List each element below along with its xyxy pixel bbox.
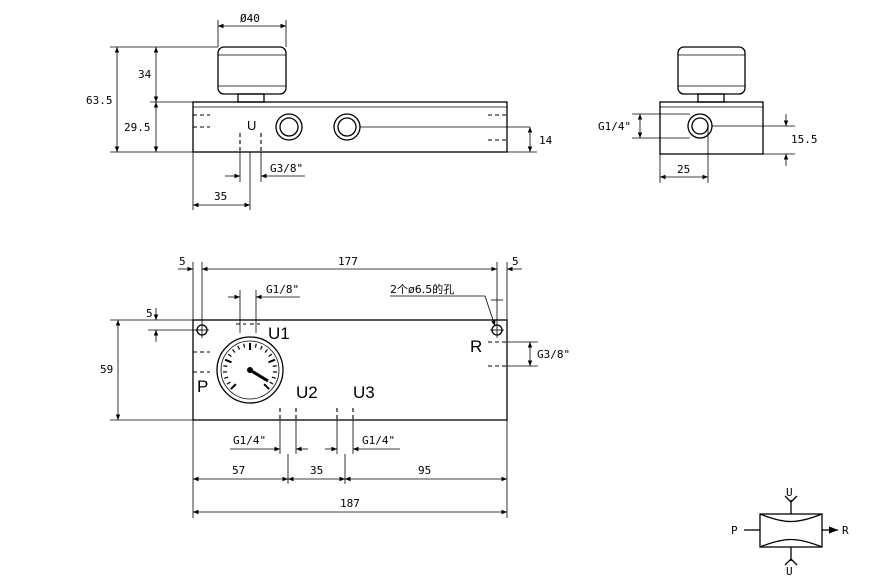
- port-u2-label: U2: [296, 383, 318, 402]
- front-view: U Ø40 63.5 34 29.5 14 G3/8" 35: [86, 12, 553, 210]
- pressure-gauge-icon: [216, 336, 284, 404]
- port-u1-label: U1: [268, 324, 290, 343]
- port-circle-outer: [275, 113, 303, 141]
- gauge-tick: [263, 383, 270, 390]
- gauge-housing: [217, 46, 287, 95]
- port-u-label: U: [247, 118, 256, 133]
- dim-top-height: 59: [100, 363, 113, 376]
- port-thread-g38: G3/8": [270, 162, 303, 175]
- symbol-u-bottom: U: [786, 565, 793, 577]
- dim-gauge-height: 34: [138, 68, 152, 81]
- dim-edge-right: 5: [512, 255, 519, 268]
- gauge-tick: [224, 358, 232, 364]
- symbol-r: R: [842, 524, 849, 537]
- manifold-symbol: U U P R: [731, 486, 849, 577]
- gauge-tick: [224, 376, 229, 379]
- manifold-top: [192, 319, 508, 421]
- dim-body-height: 29.5: [124, 121, 151, 134]
- gauge-tick: [269, 381, 274, 385]
- holes-note: 2个ø6.5的孔: [390, 282, 454, 296]
- side-port-thread: G1/4": [598, 120, 631, 133]
- gauge-tick: [259, 345, 263, 350]
- dim-total-height: 63.5: [86, 94, 113, 107]
- port-p-label: P: [197, 377, 208, 396]
- gauge-tick: [268, 353, 273, 357]
- dim-edge-top: 5: [146, 307, 153, 320]
- dim-seg-3: 95: [418, 464, 431, 477]
- manifold-body-side: [659, 101, 764, 155]
- port-r-label: R: [470, 337, 482, 356]
- gauge-tick: [264, 349, 268, 353]
- port-u3-thread: G1/4": [362, 434, 395, 447]
- dim-port-offset: 35: [214, 190, 227, 203]
- gauge-tick: [271, 376, 276, 379]
- dim-port-center: 14: [539, 134, 553, 147]
- gauge-housing-side: [677, 46, 746, 95]
- side-dim-width: 25: [677, 163, 690, 176]
- dim-total-length: 187: [340, 497, 360, 510]
- port-u2-thread: G1/4": [233, 434, 266, 447]
- dim-seg-2: 35: [310, 464, 323, 477]
- gauge-tick: [227, 353, 232, 357]
- dim-seg-1: 57: [232, 464, 245, 477]
- gauge-tick: [254, 343, 257, 348]
- symbol-p: P: [731, 524, 738, 537]
- side-dim-height: 15.5: [791, 133, 818, 146]
- gauge-stem: [237, 93, 265, 103]
- gauge-tick: [226, 381, 231, 385]
- gauge-tick: [272, 365, 277, 367]
- gauge-tick: [232, 349, 236, 353]
- dim-hole-spacing: 177: [338, 255, 358, 268]
- dim-diameter: Ø40: [240, 12, 260, 25]
- top-view: 177 5 5 5 2个ø6.5的孔 G1/8" U1 P: [100, 255, 570, 518]
- port-u1-thread: G1/8": [266, 283, 299, 296]
- dim-edge-left: 5: [179, 255, 186, 268]
- port-r-thread: G3/8": [537, 348, 570, 361]
- gauge-tick: [223, 365, 228, 367]
- side-view: G1/4" 15.5 25: [598, 46, 818, 183]
- symbol-u-top: U: [786, 486, 793, 499]
- gauge-tick: [268, 358, 276, 364]
- port-u3-label: U3: [353, 383, 375, 402]
- gauge-tick: [237, 345, 241, 350]
- gauge-tick: [243, 343, 246, 348]
- gauge-tick: [230, 383, 237, 390]
